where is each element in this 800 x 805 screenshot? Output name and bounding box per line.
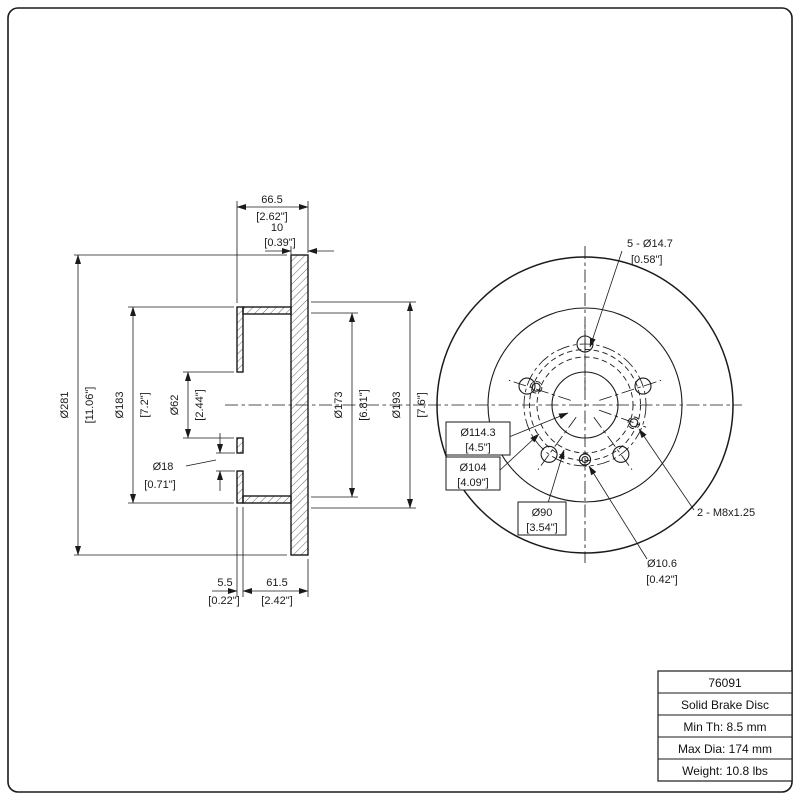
dim-hat-diameter-in: [7.2"] (139, 392, 151, 417)
dim-face-hole-mm: Ø18 (153, 461, 174, 473)
hat-bottom-wall-section (242, 495, 292, 504)
hole-centerlines (508, 325, 662, 470)
lug-hole (540, 445, 558, 463)
min-thickness: Min Th: 8.5 mm (683, 720, 766, 734)
m8-thread-circle (627, 416, 641, 430)
dim-inset-in: [2.42"] (261, 595, 292, 607)
label-dia104-mm: Ø104 (460, 462, 487, 474)
product-type: Solid Brake Disc (681, 698, 769, 712)
label-lug-holes-mm: 5 - Ø14.7 (627, 238, 673, 250)
part-number: 76091 (708, 676, 742, 690)
dim-inner-diameter: Ø173 [6.81"] (311, 312, 370, 498)
lug-hole (612, 445, 630, 463)
dim-hat-depth-in: [0.22"] (208, 595, 239, 607)
hat-top-wall-section (242, 306, 292, 315)
label-dia104-in: [4.09"] (457, 477, 488, 489)
dim-outer2-diameter-in: [7.6"] (416, 392, 428, 417)
dim-bore-diameter-mm: Ø62 (169, 395, 181, 416)
mounting-face-lower-section (236, 470, 244, 504)
dim-hat-diameter-mm: Ø183 (114, 392, 126, 419)
dim-outer-diameter: Ø281 [11.06"] (59, 254, 287, 556)
label-dia90-in: [3.54"] (526, 522, 557, 534)
mounting-face-upper-section (236, 306, 244, 373)
title-block: 76091 Solid Brake Disc Min Th: 8.5 mm Ma… (657, 670, 793, 782)
dim-face-hole-in: [0.71"] (144, 479, 175, 491)
label-bolt-circle-in: [4.5"] (465, 442, 490, 454)
small-hole (578, 453, 592, 466)
dim-hat-depth-mm: 5.5 (217, 577, 232, 589)
label-dia90-mm: Ø90 (532, 507, 553, 519)
hat-diameter-circle (487, 307, 683, 503)
dim-inset-mm: 61.5 (266, 577, 287, 589)
label-lug-holes-in: [0.58"] (631, 254, 662, 266)
dim-hat-diameter: Ø183 [7.2"] (114, 306, 234, 504)
dim-bore-diameter-in: [2.44"] (194, 389, 206, 420)
bolt-circle-label: Ø114.3 [4.5"] (445, 421, 511, 456)
dim-bore-diameter: Ø62 [2.44"] (169, 371, 234, 439)
dim-plate-thickness-mm: 10 (271, 222, 283, 234)
lug-hole (634, 377, 652, 395)
dim-face-hole: Ø18 [0.71"] (144, 433, 235, 491)
m8-hole (629, 418, 639, 428)
label-small-hole-in: [0.42"] (646, 574, 677, 586)
dim-bottom: 5.5 [0.22"] 61.5 [2.42"] (208, 507, 309, 607)
dim-plate-thickness: 10 [0.39"] (264, 222, 334, 254)
thread-holes (529, 380, 641, 430)
m8-hole (531, 382, 541, 392)
lug-hole (518, 377, 536, 395)
dia104-label: Ø104 [4.09"] (445, 456, 501, 491)
bolt-circle (523, 343, 647, 467)
dim-overall-width: 66.5 [2.62"] (236, 194, 309, 303)
dim-outer2-diameter: Ø193 [7.6"] (311, 301, 428, 509)
section-view: 66.5 [2.62"] 10 [0.39"] Ø281 [11.06"] Ø1… (59, 194, 428, 607)
label-thread: 2 - M8x1.25 (697, 507, 755, 519)
front-leaders (498, 250, 695, 560)
m8-thread-circle (529, 380, 543, 394)
outer-diameter-circle (436, 256, 734, 554)
dim-overall-width-mm: 66.5 (261, 194, 282, 206)
label-small-hole-mm: Ø10.6 (647, 558, 677, 570)
dia90-label: Ø90 [3.54"] (517, 501, 567, 536)
dim-inner-diameter-mm: Ø173 (333, 392, 345, 419)
page-border (7, 7, 793, 793)
small-hole-outer (578, 453, 592, 466)
dim-outer-diameter-mm: Ø281 (59, 392, 71, 419)
weight: Weight: 10.8 lbs (682, 764, 768, 778)
title-block-border (657, 670, 793, 782)
dim-outer-diameter-in: [11.06"] (84, 387, 96, 424)
dim-inner-diameter-in: [6.81"] (358, 389, 370, 420)
small-hole-inner (581, 455, 589, 464)
max-diameter: Max Dia: 174 mm (678, 742, 772, 756)
dim-plate-thickness-in: [0.39"] (264, 237, 295, 249)
mounting-face-mid-section (236, 437, 244, 454)
dim-overall-width-in: [2.62"] (256, 211, 287, 223)
label-bolt-circle-mm: Ø114.3 (460, 427, 495, 439)
front-view: 5 - Ø14.7 [0.58"] Ø114.3 [4.5"] Ø104 [4.… (428, 238, 755, 586)
dim-outer2-diameter-mm: Ø193 (391, 392, 403, 419)
